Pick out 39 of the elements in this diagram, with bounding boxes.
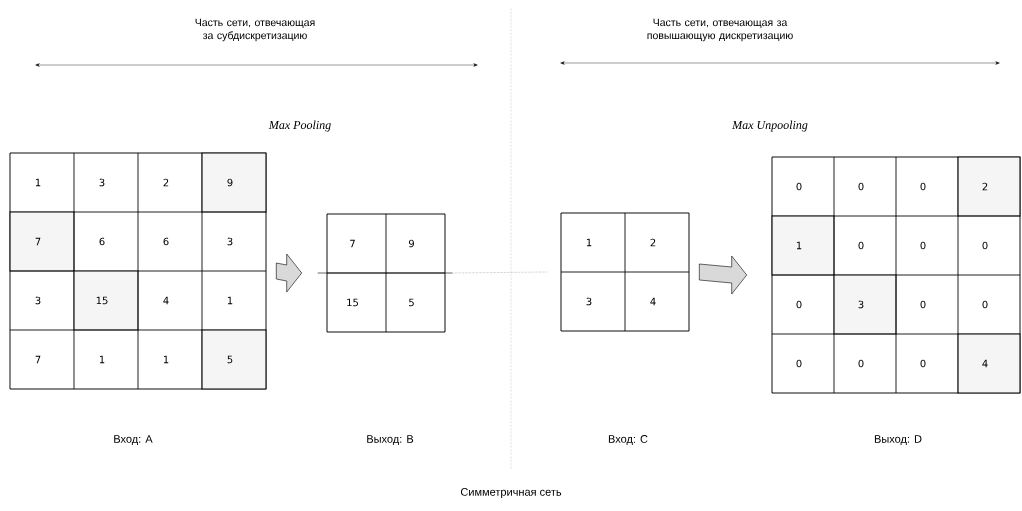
grid-cell: 3 [201,211,267,272]
grid-cell: 9 [201,152,267,213]
grid-cell: 9 [385,213,446,274]
grid-caption: Вход: C [608,435,648,445]
grid-caption: Выход: D [874,435,922,445]
section-title: Max Pooling [268,120,331,132]
block-arrow [699,255,747,295]
grid-cell: 15 [73,270,139,331]
section-heading: Часть сети, отвечающая за повышающую дискретизацию [647,18,793,42]
grid-cell: 6 [137,211,203,272]
grid-cell: 3 [833,274,897,335]
grid-cell: 5 [201,329,267,390]
grid-cell: 4 [624,271,690,332]
grid-cell: 7 [9,211,75,272]
grid-cell: 4 [957,333,1021,394]
grid-cell: 7 [326,213,387,274]
section-title: Max Unpooling [732,120,808,132]
grid-cell: 1 [73,329,139,390]
grid-caption: Вход: A [114,435,153,445]
grid-cell: 0 [833,156,897,217]
grid-cell: 4 [137,270,203,331]
grid-cell: 15 [326,272,387,333]
grid-cell: 0 [895,215,959,276]
grid-cell: 0 [895,274,959,335]
grid-cell: 0 [833,333,897,394]
grid-cell: 3 [73,152,139,213]
grid-cell: 0 [957,215,1021,276]
grid-cell: 5 [385,272,446,333]
grid-cell: 0 [771,333,835,394]
block-arrow [276,253,302,293]
grid-cell: 3 [560,271,626,332]
grid-cell: 1 [560,212,626,273]
footer-label: Симметричная сеть [460,488,562,498]
grid-cell: 2 [957,156,1021,217]
grid-cell: 1 [771,215,835,276]
grid-caption: Выход: B [367,435,414,445]
grid-cell: 2 [624,212,690,273]
section-heading: Часть сети, отвечающая за субдискретизацию [195,18,315,42]
grid-cell: 7 [9,329,75,390]
